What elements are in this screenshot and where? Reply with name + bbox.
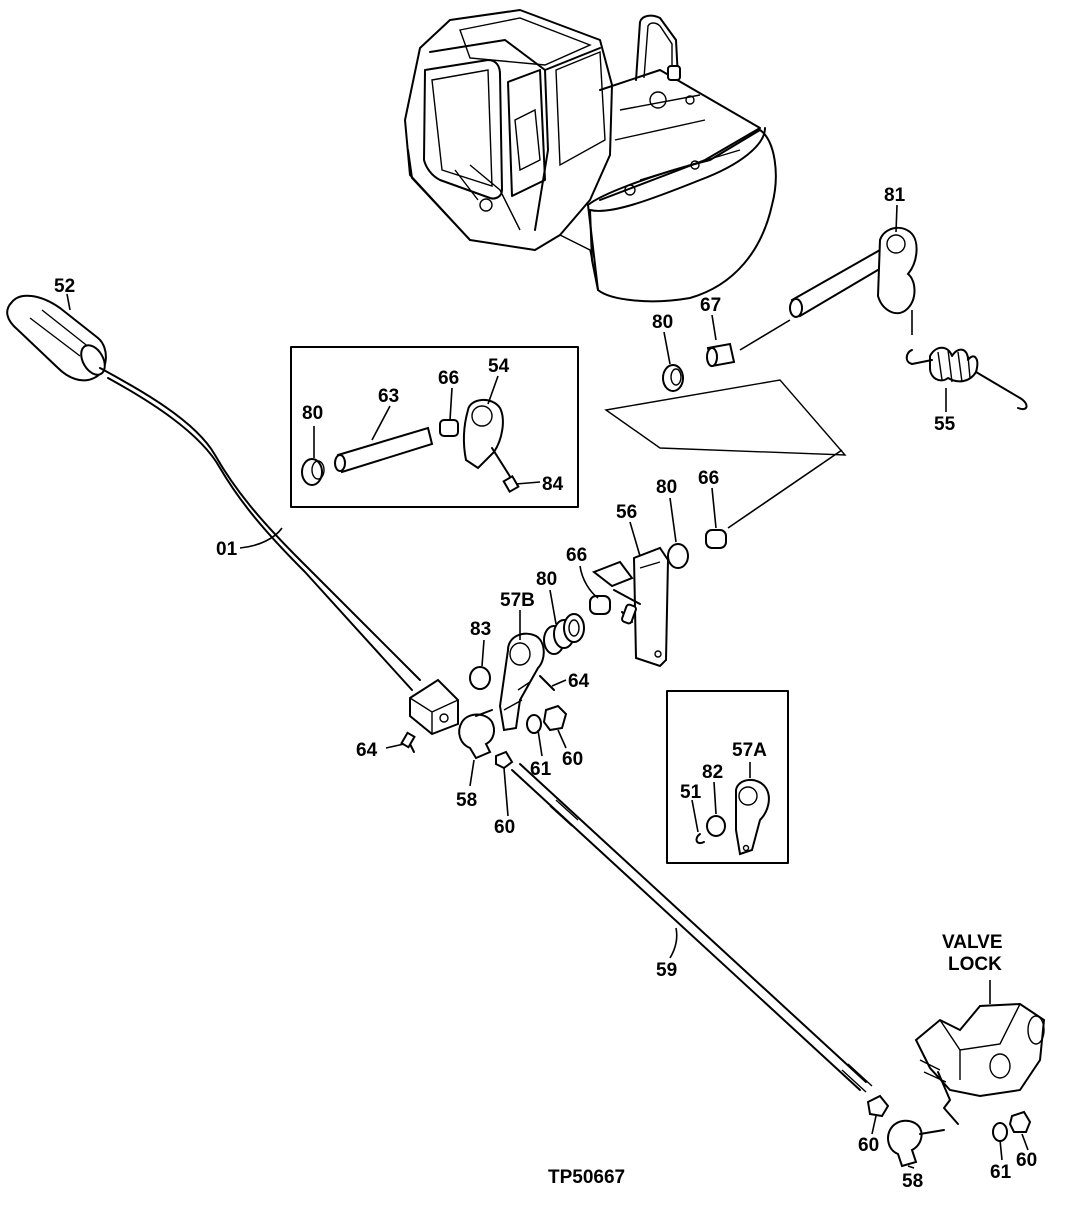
callout-51: 51 [680,782,702,803]
pivot-shaft-upper [789,226,918,335]
callout-61-bottom: 61 [990,1162,1012,1183]
bushing-mid [589,595,611,615]
inset-box-shaft-assembly [290,346,579,508]
bushing-83 [469,666,491,690]
callout-60-bottom-left: 60 [858,1135,879,1156]
callout-59: 59 [656,960,677,981]
pin-64-right [539,675,555,691]
control-lever [99,367,459,736]
callout-80-top: 80 [652,312,673,333]
excavator-illustration [404,9,777,303]
nut-60-mid [542,704,568,732]
callout-labels: 52 01 81 55 80 67 80 63 66 54 84 56 80 6… [54,185,1037,1192]
callout-63: 63 [378,386,399,407]
arm-57b [498,632,545,732]
handle-grip [6,294,107,382]
bracket-56 [591,546,670,668]
callout-81: 81 [884,185,906,206]
leader-lines [66,204,1029,1169]
washer-upper [662,364,684,392]
callout-67: 67 [700,295,721,316]
callout-54: 54 [488,356,510,377]
washer-mid-right [667,543,689,569]
callout-58-bottom: 58 [902,1171,923,1192]
callout-60-mid: 60 [562,749,583,770]
figure-id: TP50667 [548,1167,625,1188]
callout-83: 83 [470,619,491,640]
spring [905,346,1028,410]
callout-52: 52 [54,276,75,297]
inset-box-arm-57a [666,690,789,864]
callout-80-mid: 80 [536,569,557,590]
callout-58: 58 [456,790,477,811]
ball-joint-58 [458,709,495,760]
callout-80-mid-right: 80 [656,477,677,498]
callout-66-inset: 66 [438,368,459,389]
callout-82: 82 [702,762,723,783]
valve-lock [914,980,1046,1125]
callout-64-left: 64 [356,740,378,761]
washer-61-bottom [992,1122,1008,1142]
callout-57a: 57A [732,740,767,761]
callout-84: 84 [542,474,564,495]
callout-80-inset: 80 [302,403,323,424]
washer-stack [543,613,585,655]
callout-55: 55 [934,414,956,435]
nut-60-bottom-left [866,1094,890,1118]
callout-66-mid-right: 66 [698,468,719,489]
callout-56: 56 [616,502,637,523]
nut-60-lower [495,750,514,770]
callout-64-right: 64 [568,671,590,692]
alignment-plane [604,379,847,456]
bushing-mid-right [705,529,727,549]
nut-60-bottom-right [1008,1110,1032,1133]
callout-61: 61 [530,759,552,780]
valve-lock-label-line1: VALVE [942,932,1003,953]
rod-59 [511,763,873,1093]
valve-lock-label-line2: LOCK [948,954,1002,975]
ball-joint-58-bottom [887,1119,945,1168]
callout-60-bottom-right: 60 [1016,1150,1037,1171]
callout-66-mid: 66 [566,545,587,566]
callout-60-lower: 60 [494,817,515,838]
washer-61 [526,714,542,734]
callout-01: 01 [216,539,238,560]
callout-57b: 57B [500,590,535,611]
